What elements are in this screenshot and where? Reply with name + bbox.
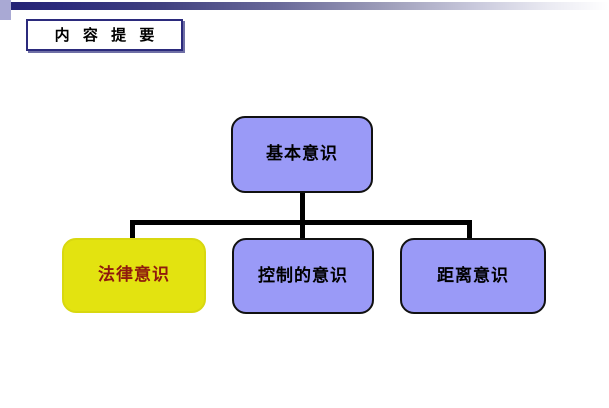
header-bar-cap-upper [0, 0, 11, 10]
diagram-node-legal-awareness-label: 法律意识 [98, 265, 170, 285]
diagram-node-legal-awareness[interactable]: 法律意识 [62, 238, 206, 313]
connector-drop-left [130, 220, 135, 240]
diagram-node-control-awareness-label: 控制的意识 [258, 265, 348, 286]
connector-drop-right [467, 220, 472, 240]
connector-drop-middle [300, 220, 305, 240]
diagram-node-distance-awareness[interactable]: 距离意识 [400, 238, 546, 314]
slide-title-plate: 内 容 提 要 [26, 19, 183, 51]
diagram-node-root-label: 基本意识 [266, 144, 338, 164]
connector-root-stem [300, 192, 305, 224]
diagram-node-distance-awareness-label: 距离意识 [437, 265, 509, 286]
diagram-node-control-awareness[interactable]: 控制的意识 [232, 238, 374, 314]
slide-title-text: 内 容 提 要 [54, 25, 159, 44]
header-gradient-bar [0, 2, 609, 10]
diagram-node-root[interactable]: 基本意识 [231, 116, 373, 193]
header-bar-cap-lower [0, 10, 11, 20]
